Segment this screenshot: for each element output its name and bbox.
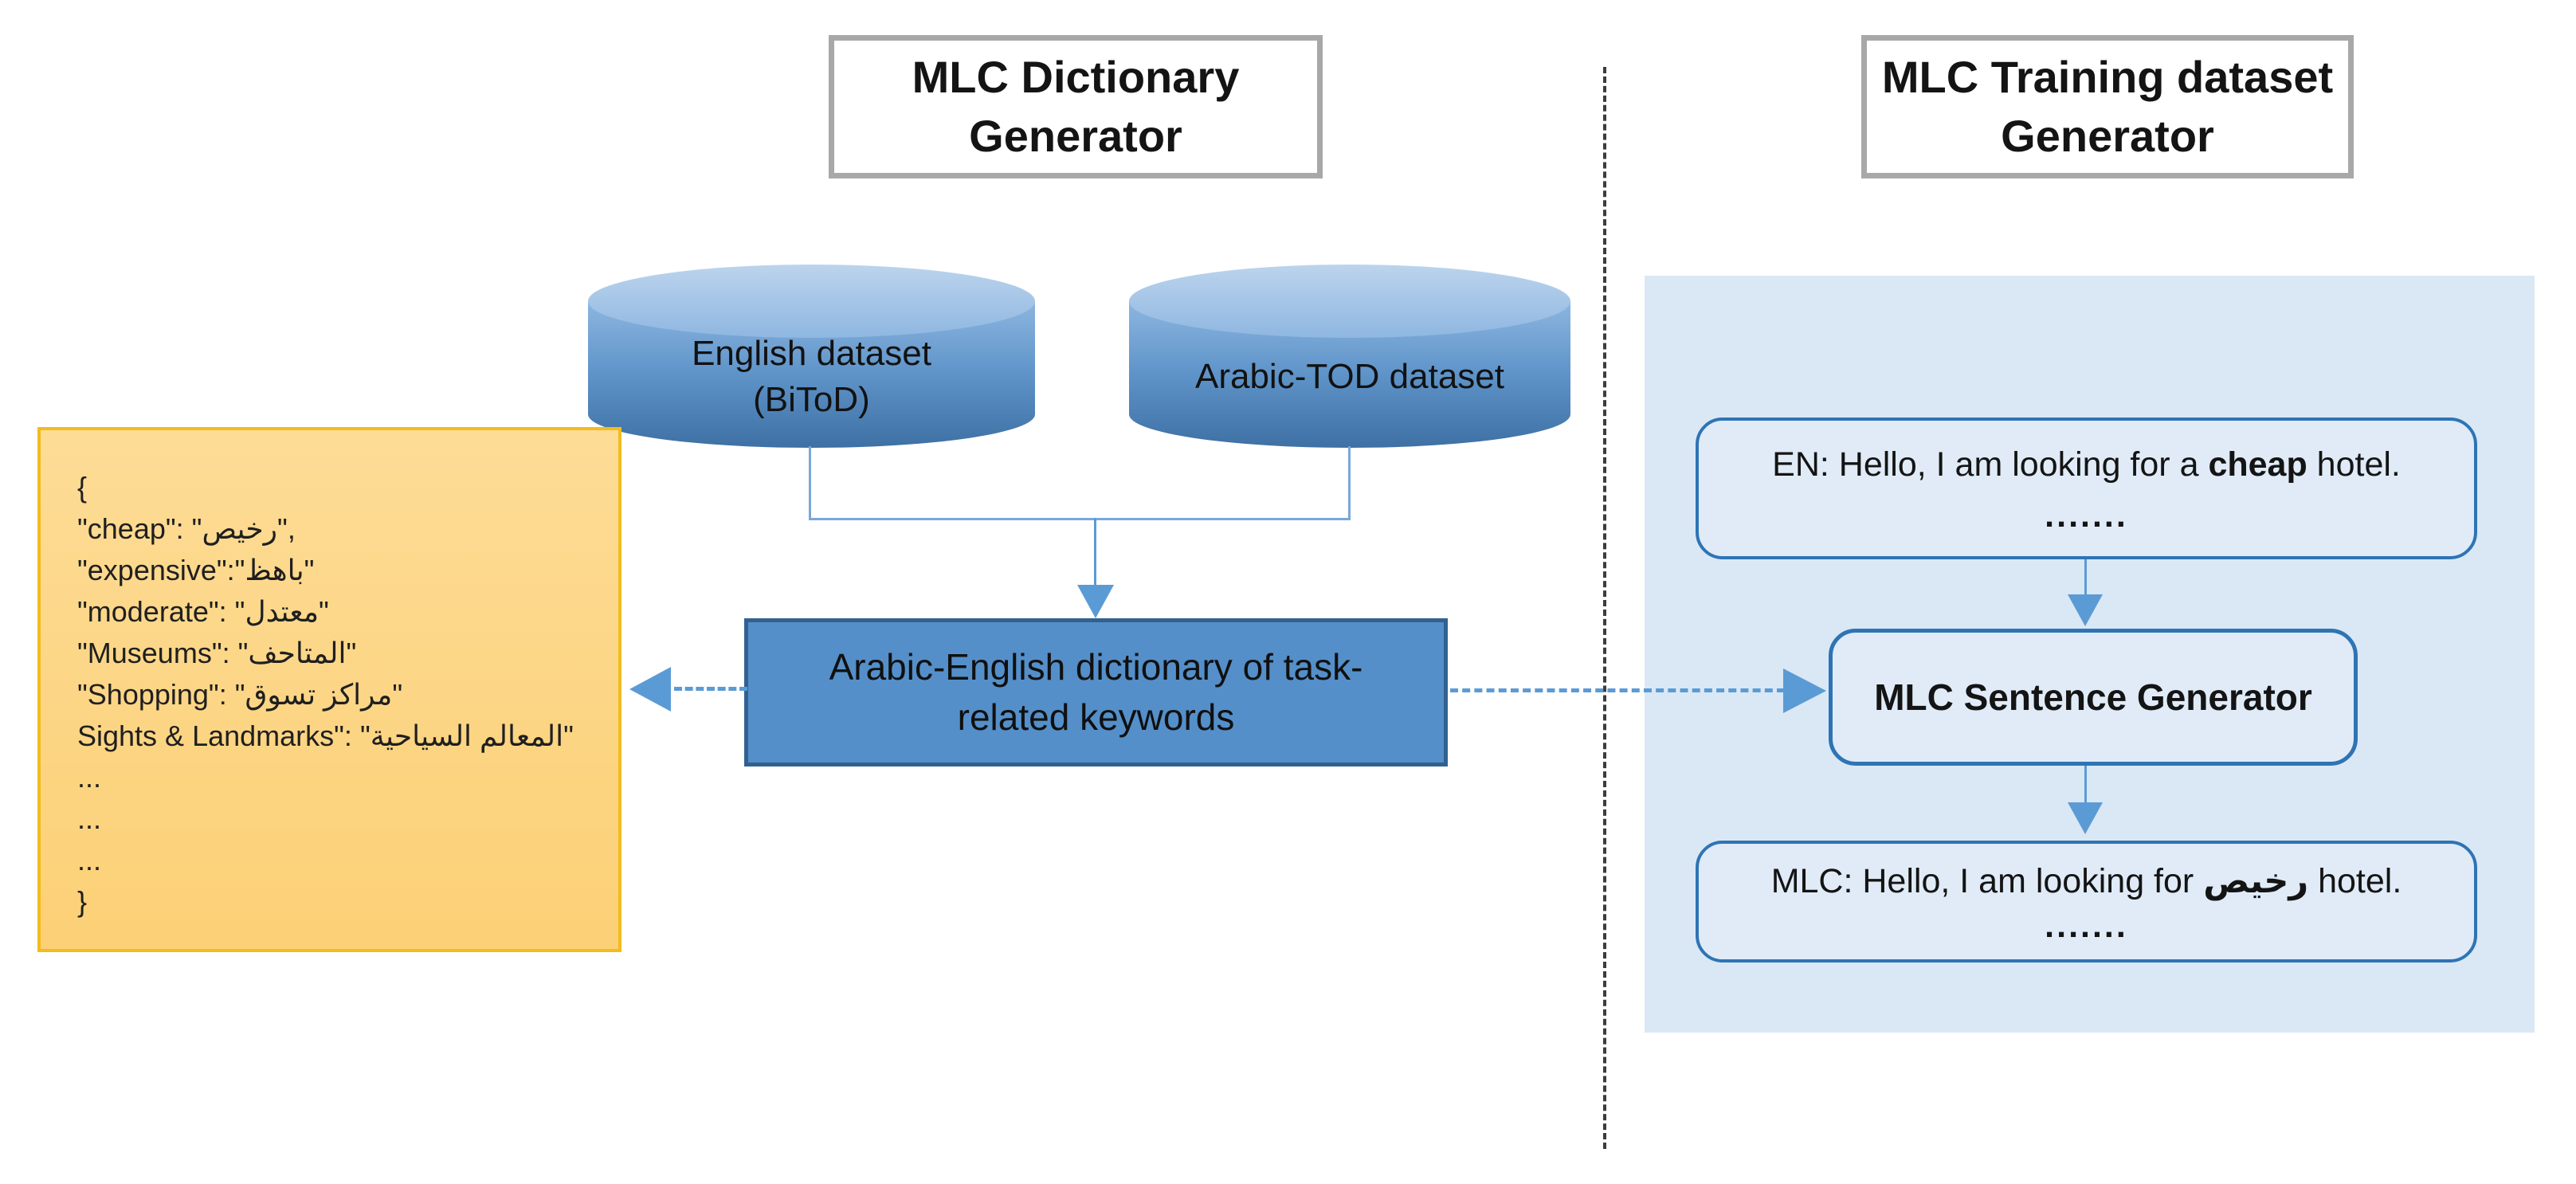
dictionary-box: Arabic-English dictionary of task- relat… <box>744 618 1448 766</box>
en-sentence-suffix: hotel. <box>2307 445 2401 484</box>
en-sentence-keyword: cheap <box>2208 445 2307 484</box>
mlc-sentence-suffix: hotel. <box>2308 861 2402 900</box>
connector-line-horizontal <box>809 518 1351 520</box>
cylinder-top-ellipse <box>1129 265 1570 338</box>
mlc-sentence-ellipsis: ....... <box>2045 906 2128 945</box>
dictionary-box-label-line1: Arabic-English dictionary of task- <box>829 646 1363 688</box>
json-line: "expensive":"باهظ" <box>77 554 315 586</box>
arrow-en-to-generator-line <box>2084 559 2087 596</box>
json-line: } <box>77 885 88 918</box>
arrowhead-down-icon <box>2068 594 2103 626</box>
mlc-sentence-generator-label: MLC Sentence Generator <box>1874 676 2312 718</box>
title-training-generator-label: MLC Training dataset Generator <box>1881 52 2334 161</box>
en-sentence-box: EN: Hello, I am looking for a cheap hote… <box>1696 418 2477 559</box>
mlc-sentence-keyword: رخيص <box>2203 861 2309 900</box>
arrowhead-left-icon <box>629 667 671 712</box>
dashed-connector-to-note <box>674 687 747 691</box>
json-line: { <box>77 471 88 504</box>
cylinder-english-dataset-label: English dataset (BiToD) <box>588 265 1035 448</box>
section-divider-dashed-line <box>1603 67 1606 1149</box>
json-line: ... <box>77 761 102 794</box>
title-dictionary-generator-label: MLC Dictionary Generator <box>912 52 1240 161</box>
mlc-sentence-prefix: MLC: Hello, I am looking for <box>1770 861 2204 900</box>
connector-line-center-drop <box>1094 518 1096 588</box>
json-line: "moderate": "معتدل" <box>77 595 329 628</box>
connector-line-english-drop <box>809 446 811 519</box>
arrowhead-down-icon <box>2068 802 2103 834</box>
arrow-generator-to-mlc-line <box>2084 766 2087 804</box>
mlc-sentence-text: MLC: Hello, I am looking for رخيص hotel. <box>1771 860 2402 903</box>
title-box-training-generator: MLC Training dataset Generator <box>1861 35 2354 178</box>
en-sentence-text: EN: Hello, I am looking for a cheap hote… <box>1772 443 2401 486</box>
mlc-sentence-box: MLC: Hello, I am looking for رخيص hotel.… <box>1696 841 2477 962</box>
en-sentence-ellipsis: ....... <box>2045 496 2128 535</box>
cylinder-english-dataset: English dataset (BiToD) <box>588 265 1035 448</box>
json-line: "cheap": "رخيص", <box>77 512 296 545</box>
title-box-dictionary-generator: MLC Dictionary Generator <box>829 35 1323 178</box>
arrowhead-right-icon <box>1783 668 1826 713</box>
connector-line-arabic-drop <box>1348 446 1351 519</box>
dataset-name-line: Arabic-TOD dataset <box>1194 357 1504 396</box>
cylinder-arabic-tod-dataset-label: Arabic-TOD dataset <box>1129 265 1570 448</box>
dictionary-box-label-line2: related keywords <box>957 696 1235 738</box>
json-line: ... <box>77 802 102 835</box>
mlc-sentence-generator-box: MLC Sentence Generator <box>1829 629 2358 766</box>
json-line: "Shopping": "مراكز تسوق" <box>77 678 403 711</box>
json-line: ... <box>77 844 102 876</box>
json-line: Sights & Landmarks": "المعالم السياحية" <box>77 719 574 752</box>
dashed-connector-to-generator <box>1450 688 1785 692</box>
dictionary-output-note: { "cheap": "رخيص", "expensive":"باهظ" "m… <box>37 427 621 952</box>
arrowhead-down-icon <box>1077 585 1114 618</box>
json-line: "Museums": "المتاحف" <box>77 637 357 669</box>
dataset-name-line: (BiToD) <box>753 380 870 419</box>
en-sentence-prefix: EN: Hello, I am looking for a <box>1772 445 2209 484</box>
cylinder-arabic-tod-dataset: Arabic-TOD dataset <box>1129 265 1570 448</box>
dataset-name-line: English dataset <box>692 334 931 373</box>
cylinder-top-ellipse <box>588 265 1035 338</box>
